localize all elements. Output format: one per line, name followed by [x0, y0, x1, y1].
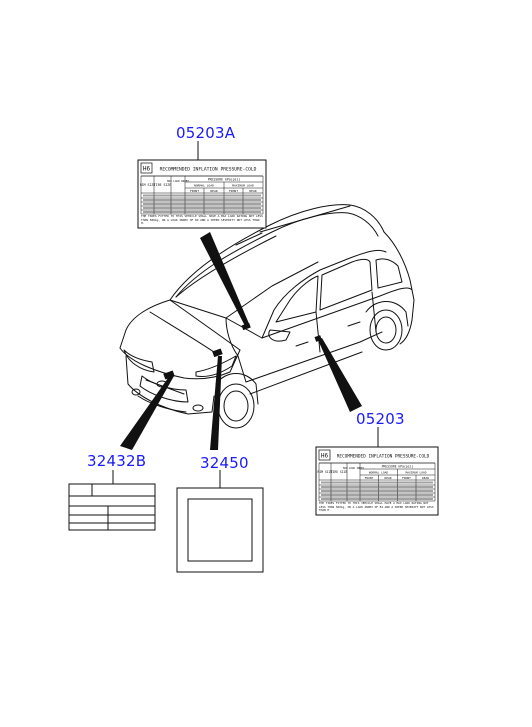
- marker-32432B: [163, 370, 175, 380]
- tire-label-footnote: THE TIRES FITTED TO THIS VEHICLE SHALL H…: [319, 502, 434, 513]
- col-normal-load: NORMAL LOAD: [369, 471, 388, 475]
- col-pressure: PRESSURE kPa(psi): [382, 465, 414, 469]
- col-front-normal: FRONT: [190, 189, 199, 193]
- col-maximum-load: MAXIMUM LOAD: [232, 184, 254, 188]
- callout-05203: 05203: [356, 410, 405, 428]
- tire-label-title: RECOMMENDED INFLATION PRESSURE-COLD: [337, 454, 430, 460]
- col-max-load: MAX LOAD INDEX: [343, 466, 365, 470]
- car-illustration: [119, 204, 415, 429]
- col-rear-normal: REAR: [385, 476, 392, 480]
- leader-lines: [112, 141, 379, 488]
- callout-32450: 32450: [200, 454, 249, 472]
- callout-32432B: 32432B: [87, 452, 147, 470]
- tire-label-model: H6: [143, 166, 151, 173]
- wedge-05203: [318, 338, 362, 412]
- col-normal-load: NORMAL LOAD: [194, 184, 214, 188]
- col-maximum-load: MAXIMUM LOAD: [406, 471, 427, 475]
- col-rear-max: REAR: [422, 476, 429, 480]
- label-32450-frame: [176, 487, 264, 573]
- tire-label-05203A: H6 RECOMMENDED INFLATION PRESSURE-COLD R…: [137, 159, 267, 229]
- tire-label-footnote: THE TIRES FITTED TO THIS VEHICLE SHALL H…: [141, 215, 263, 226]
- col-rim-size: RIM SIZE: [140, 183, 155, 187]
- col-pressure: PRESSURE kPa(psi): [208, 178, 241, 182]
- leader-wedges: [120, 232, 362, 450]
- col-front-max: FRONT: [402, 476, 411, 480]
- col-rear-normal: REAR: [210, 189, 217, 193]
- tire-label-title: RECOMMENDED INFLATION PRESSURE-COLD: [160, 167, 257, 173]
- col-tire-size: TIRE SIZE: [154, 183, 171, 187]
- label-32432B-grid: [68, 483, 156, 531]
- tire-label-model: H6: [321, 453, 329, 460]
- col-front-max: FRONT: [229, 189, 238, 193]
- marker-05203A: [241, 322, 251, 331]
- wedge-32432B: [120, 376, 174, 450]
- col-max-load: MAX LOAD INDEX: [167, 179, 189, 183]
- marker-05203: [314, 335, 322, 342]
- col-rim-size: RIM SIZE: [318, 470, 333, 474]
- col-front-normal: FRONT: [365, 476, 374, 480]
- wedge-32450: [210, 356, 222, 450]
- col-rear-max: REAR: [249, 189, 256, 193]
- col-tire-size: TIRE SIZE: [331, 470, 348, 474]
- marker-32450: [212, 348, 223, 358]
- wedge-05203A: [200, 232, 250, 328]
- tire-label-05203: H6 RECOMMENDED INFLATION PRESSURE-COLD R…: [315, 446, 439, 516]
- callout-05203A: 05203A: [176, 124, 236, 142]
